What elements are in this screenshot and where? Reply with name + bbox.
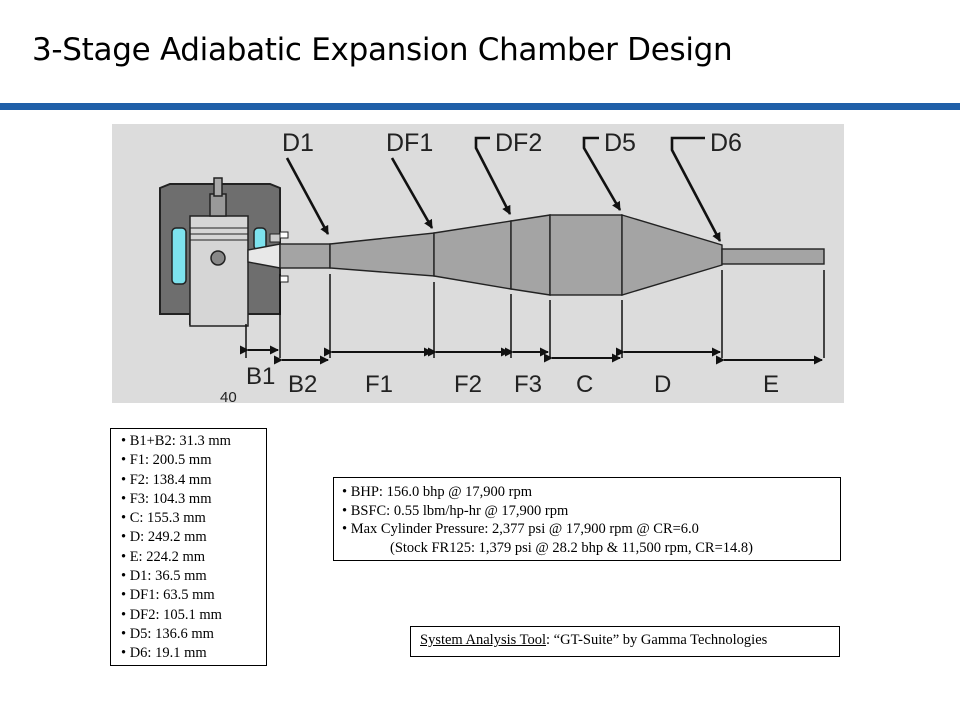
label-d: D <box>654 371 671 398</box>
list-item: • F1: 200.5 mm <box>121 452 212 469</box>
third-cone <box>510 214 551 296</box>
arrow-d1 <box>285 157 330 235</box>
arrow-df1 <box>390 157 434 229</box>
belly-section <box>549 214 623 296</box>
label-f2: F2 <box>454 371 482 398</box>
stinger <box>721 248 825 265</box>
list-item: • D6: 19.1 mm <box>121 645 207 662</box>
arrow-df2 <box>474 136 512 215</box>
spark-plug <box>209 193 227 217</box>
label-c: C <box>576 371 593 398</box>
analysis-tool-box: System Analysis Tool: “GT-Suite” by Gamm… <box>410 626 840 657</box>
label-f3: F3 <box>514 371 542 398</box>
list-item: • BHP: 156.0 bhp @ 17,900 rpm <box>342 484 533 500</box>
list-item: • E: 224.2 mm <box>121 548 206 565</box>
engine-block <box>159 177 289 327</box>
list-item: • F2: 138.4 mm <box>121 471 212 488</box>
list-item: • D5: 136.6 mm <box>121 625 214 642</box>
label-df2: DF2 <box>495 129 542 157</box>
label-d5: D5 <box>604 129 636 157</box>
label-df1: DF1 <box>386 129 433 157</box>
pointer-arrows <box>285 136 722 242</box>
label-b2: B2 <box>288 371 317 398</box>
dimension-arrows <box>240 345 823 365</box>
dimensions-list: • B1+B2: 31.3 mm • F1: 200.5 mm • F2: 13… <box>110 428 267 666</box>
label-d1: D1 <box>282 129 314 157</box>
stock-note: (Stock FR125: 1,379 psi @ 28.2 bhp & 11,… <box>390 539 753 556</box>
header-section <box>279 243 331 269</box>
title-rule <box>0 103 960 110</box>
list-item: • B1+B2: 31.3 mm <box>121 433 231 449</box>
bottom-labels: B1 B2 F1 F2 F3 C D E 40 <box>220 363 779 403</box>
label-b1: B1 <box>246 363 275 390</box>
expansion-chamber-svg: D1 DF1 DF2 D5 D6 <box>159 129 825 403</box>
top-labels: D1 DF1 DF2 D5 D6 <box>282 129 742 157</box>
list-item: • C: 155.3 mm <box>121 510 206 527</box>
slide-title: 3-Stage Adiabatic Expansion Chamber Desi… <box>32 32 733 68</box>
figure-number: 40 <box>220 389 237 403</box>
list-item: • D: 249.2 mm <box>121 529 207 546</box>
list-item: • DF1: 63.5 mm <box>121 587 215 604</box>
list-item: • DF2: 105.1 mm <box>121 606 222 623</box>
baffle-cone <box>621 214 723 296</box>
label-f1: F1 <box>365 371 393 398</box>
tool-value: : “GT-Suite” by Gamma Technologies <box>546 632 768 648</box>
coolant-passage-left <box>171 227 187 285</box>
label-e: E <box>763 371 779 398</box>
arrow-d5 <box>582 136 622 211</box>
exhaust-pipe <box>247 214 825 296</box>
list-item: • F3: 104.3 mm <box>121 490 212 507</box>
label-d6: D6 <box>710 129 742 157</box>
list-item: • D1: 36.5 mm <box>121 568 207 585</box>
second-cone <box>433 220 512 290</box>
list-item: • BSFC: 0.55 lbm/hp-hr @ 17,900 rpm <box>342 502 569 519</box>
arrow-d6 <box>670 136 722 242</box>
expansion-chamber-diagram: D1 DF1 DF2 D5 D6 <box>112 124 844 403</box>
performance-box: • BHP: 156.0 bhp @ 17,900 rpm • BSFC: 0.… <box>333 477 841 561</box>
first-cone <box>329 232 435 277</box>
list-item: • Max Cylinder Pressure: 2,377 psi @ 17,… <box>342 521 699 537</box>
wrist-pin <box>210 250 226 266</box>
piston <box>189 215 249 327</box>
tool-label: System Analysis Tool <box>420 632 547 648</box>
